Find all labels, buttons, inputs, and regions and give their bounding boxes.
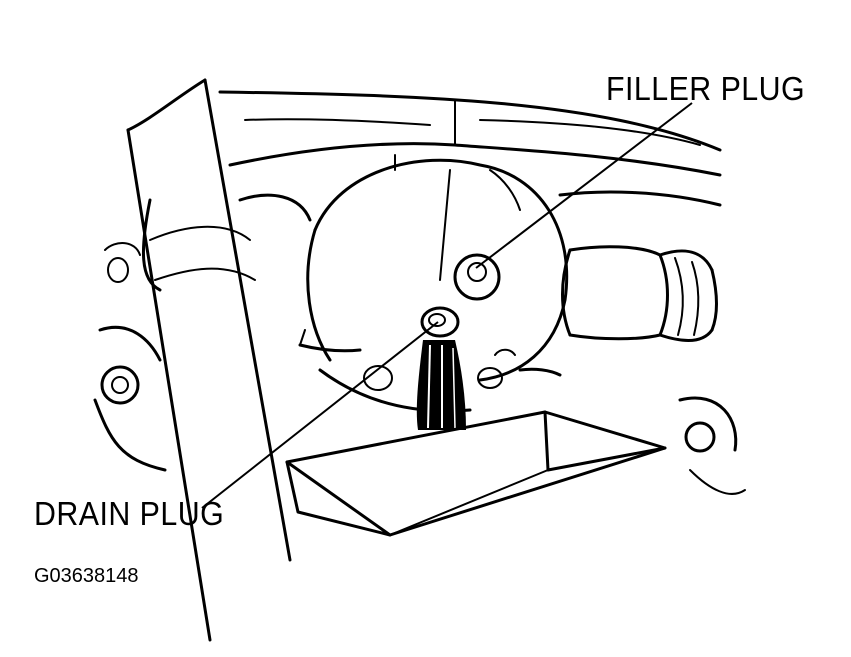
cross-member bbox=[218, 90, 722, 222]
right-bracket bbox=[678, 396, 746, 495]
filler-plug bbox=[453, 253, 501, 301]
drain-plug-leader bbox=[201, 321, 439, 509]
drain-plug-label: DRAIN PLUG bbox=[34, 495, 225, 532]
drain-pan bbox=[285, 410, 667, 537]
drain-plug bbox=[363, 306, 503, 430]
axle-boot bbox=[561, 245, 718, 342]
filler-plug-leader bbox=[475, 102, 693, 269]
filler-plug-label: FILLER PLUG bbox=[606, 70, 806, 107]
suspension-strut bbox=[104, 78, 292, 642]
figure-id: G03638148 bbox=[34, 565, 139, 587]
lower-bracket bbox=[93, 325, 167, 472]
